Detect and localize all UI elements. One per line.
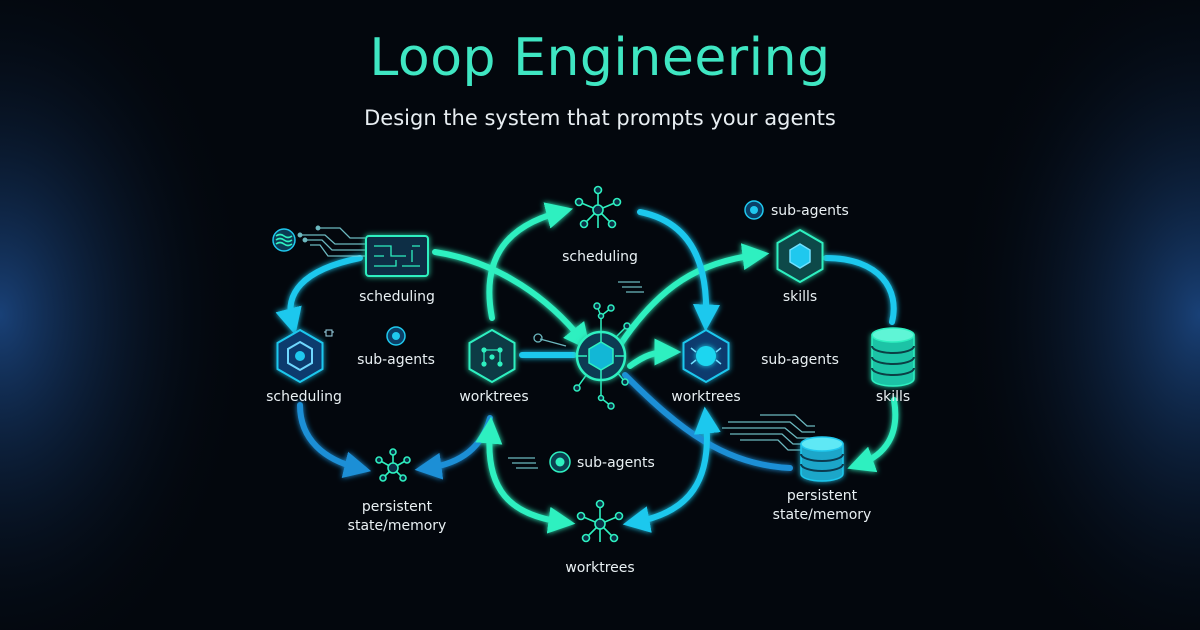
label-sub-agents-right-mid: sub-agents xyxy=(761,352,839,368)
loop-curves xyxy=(275,202,899,534)
label-persistent-left-2: state/memory xyxy=(348,518,447,534)
database-icon xyxy=(871,327,915,387)
arrow-skills-to-db xyxy=(823,255,897,325)
label-persistent-right-1: persistent xyxy=(787,488,858,504)
mini-chip-icon xyxy=(324,329,334,337)
label-scheduling-left: scheduling xyxy=(266,389,342,405)
dot-icon xyxy=(549,451,571,473)
arrow-center-to-skills xyxy=(617,243,770,348)
arrow-bottom-left xyxy=(475,416,576,534)
label-scheduling-top: scheduling xyxy=(562,249,638,265)
database-icon xyxy=(800,436,844,482)
label-sub-agents-left: sub-agents xyxy=(357,352,435,368)
page-subtitle: Design the system that prompts your agen… xyxy=(364,106,836,130)
arrow-center-to-left xyxy=(414,415,493,480)
central-hub-icon xyxy=(573,302,631,410)
arrow-left-bottom xyxy=(297,402,372,478)
label-scheduling-left-top: scheduling xyxy=(359,289,435,305)
network-icon xyxy=(375,448,411,482)
hexagon-icon xyxy=(682,328,730,384)
arrow-scheduling-to-center xyxy=(432,249,591,351)
hexagon-icon xyxy=(276,328,324,384)
arrow-left-top xyxy=(275,255,363,336)
dot-icon xyxy=(386,326,406,346)
arrow-skills-to-db-lower xyxy=(847,397,899,473)
chip-icon xyxy=(365,235,429,277)
label-skills-right: skills xyxy=(876,389,910,405)
arrow-top-right xyxy=(637,209,720,332)
label-worktrees-center-right: worktrees xyxy=(671,389,740,405)
label-worktrees-bottom: worktrees xyxy=(565,560,634,576)
network-icon xyxy=(576,499,624,543)
label-persistent-right-2: state/memory xyxy=(773,507,872,523)
waves-icon xyxy=(272,228,296,252)
hexagon-icon xyxy=(776,228,824,284)
arrow-bottom-right xyxy=(622,406,721,533)
label-skills-right-top: skills xyxy=(783,289,817,305)
label-persistent-left-1: persistent xyxy=(362,499,433,515)
label-worktrees-center-left: worktrees xyxy=(459,389,528,405)
page-title: Loop Engineering xyxy=(369,28,831,88)
dot-icon xyxy=(744,200,764,220)
network-icon xyxy=(574,185,622,229)
label-sub-agents-right-top: sub-agents xyxy=(771,203,849,219)
arrow-hub-to-worktrees xyxy=(627,338,682,369)
hexagon-icon xyxy=(468,328,516,384)
arrow-top-left xyxy=(486,202,574,321)
circuit-traces xyxy=(297,225,815,469)
label-sub-agents-bottom: sub-agents xyxy=(577,455,655,471)
